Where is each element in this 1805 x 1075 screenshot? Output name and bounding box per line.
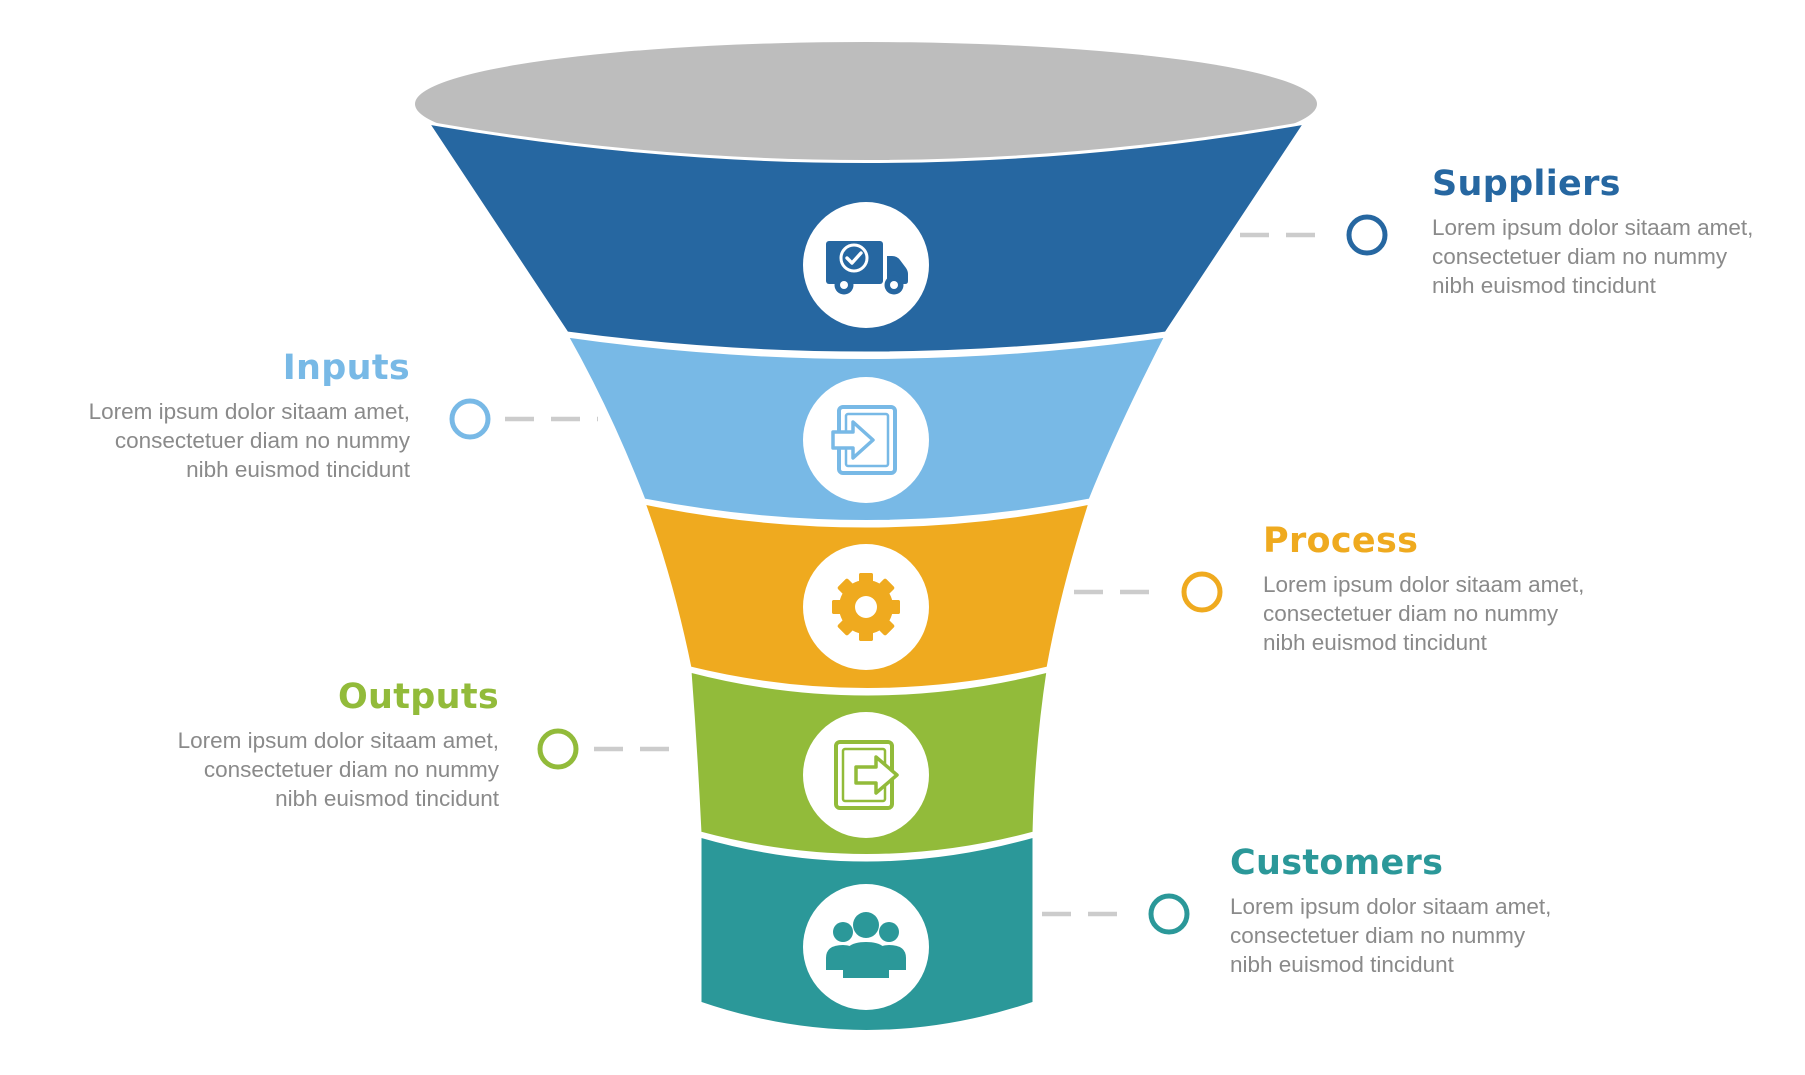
stage-title: Process (1263, 521, 1419, 561)
connector-customers (1042, 893, 1190, 935)
truck-check-icon (826, 241, 908, 295)
connectors (449, 214, 1388, 935)
stage-label-customers: Customers Lorem ipsum dolor sitaam amet,… (1230, 842, 1570, 979)
input-arrow-icon (831, 405, 897, 475)
stage-title: Customers (1230, 843, 1444, 883)
stage-label-inputs: Inputs Lorem ipsum dolor sitaam amet, co… (70, 347, 410, 484)
connector-inputs (449, 398, 598, 440)
stage-title: Suppliers (1432, 164, 1621, 204)
stage-description: Lorem ipsum dolor sitaam amet, consectet… (1432, 215, 1754, 298)
gear-icon (832, 573, 900, 641)
stage-title: Outputs (337, 677, 499, 717)
stage-description: Lorem ipsum dolor sitaam amet, consectet… (1230, 894, 1552, 977)
stage-description: Lorem ipsum dolor sitaam amet, consectet… (177, 728, 499, 811)
stage-label-suppliers: Suppliers Lorem ipsum dolor sitaam amet,… (1432, 163, 1772, 300)
funnel-rim (415, 42, 1317, 166)
connector-process (1074, 571, 1223, 613)
stage-description: Lorem ipsum dolor sitaam amet, consectet… (1263, 572, 1585, 655)
output-arrow-icon (834, 740, 899, 810)
stage-label-process: Process Lorem ipsum dolor sitaam amet, c… (1263, 520, 1603, 657)
connector-outputs (537, 728, 686, 770)
people-group-icon (826, 912, 906, 978)
stage-title: Inputs (282, 348, 410, 388)
connector-suppliers (1240, 214, 1388, 256)
stage-description: Lorem ipsum dolor sitaam amet, consectet… (88, 399, 410, 482)
stage-label-outputs: Outputs Lorem ipsum dolor sitaam amet, c… (159, 676, 499, 813)
